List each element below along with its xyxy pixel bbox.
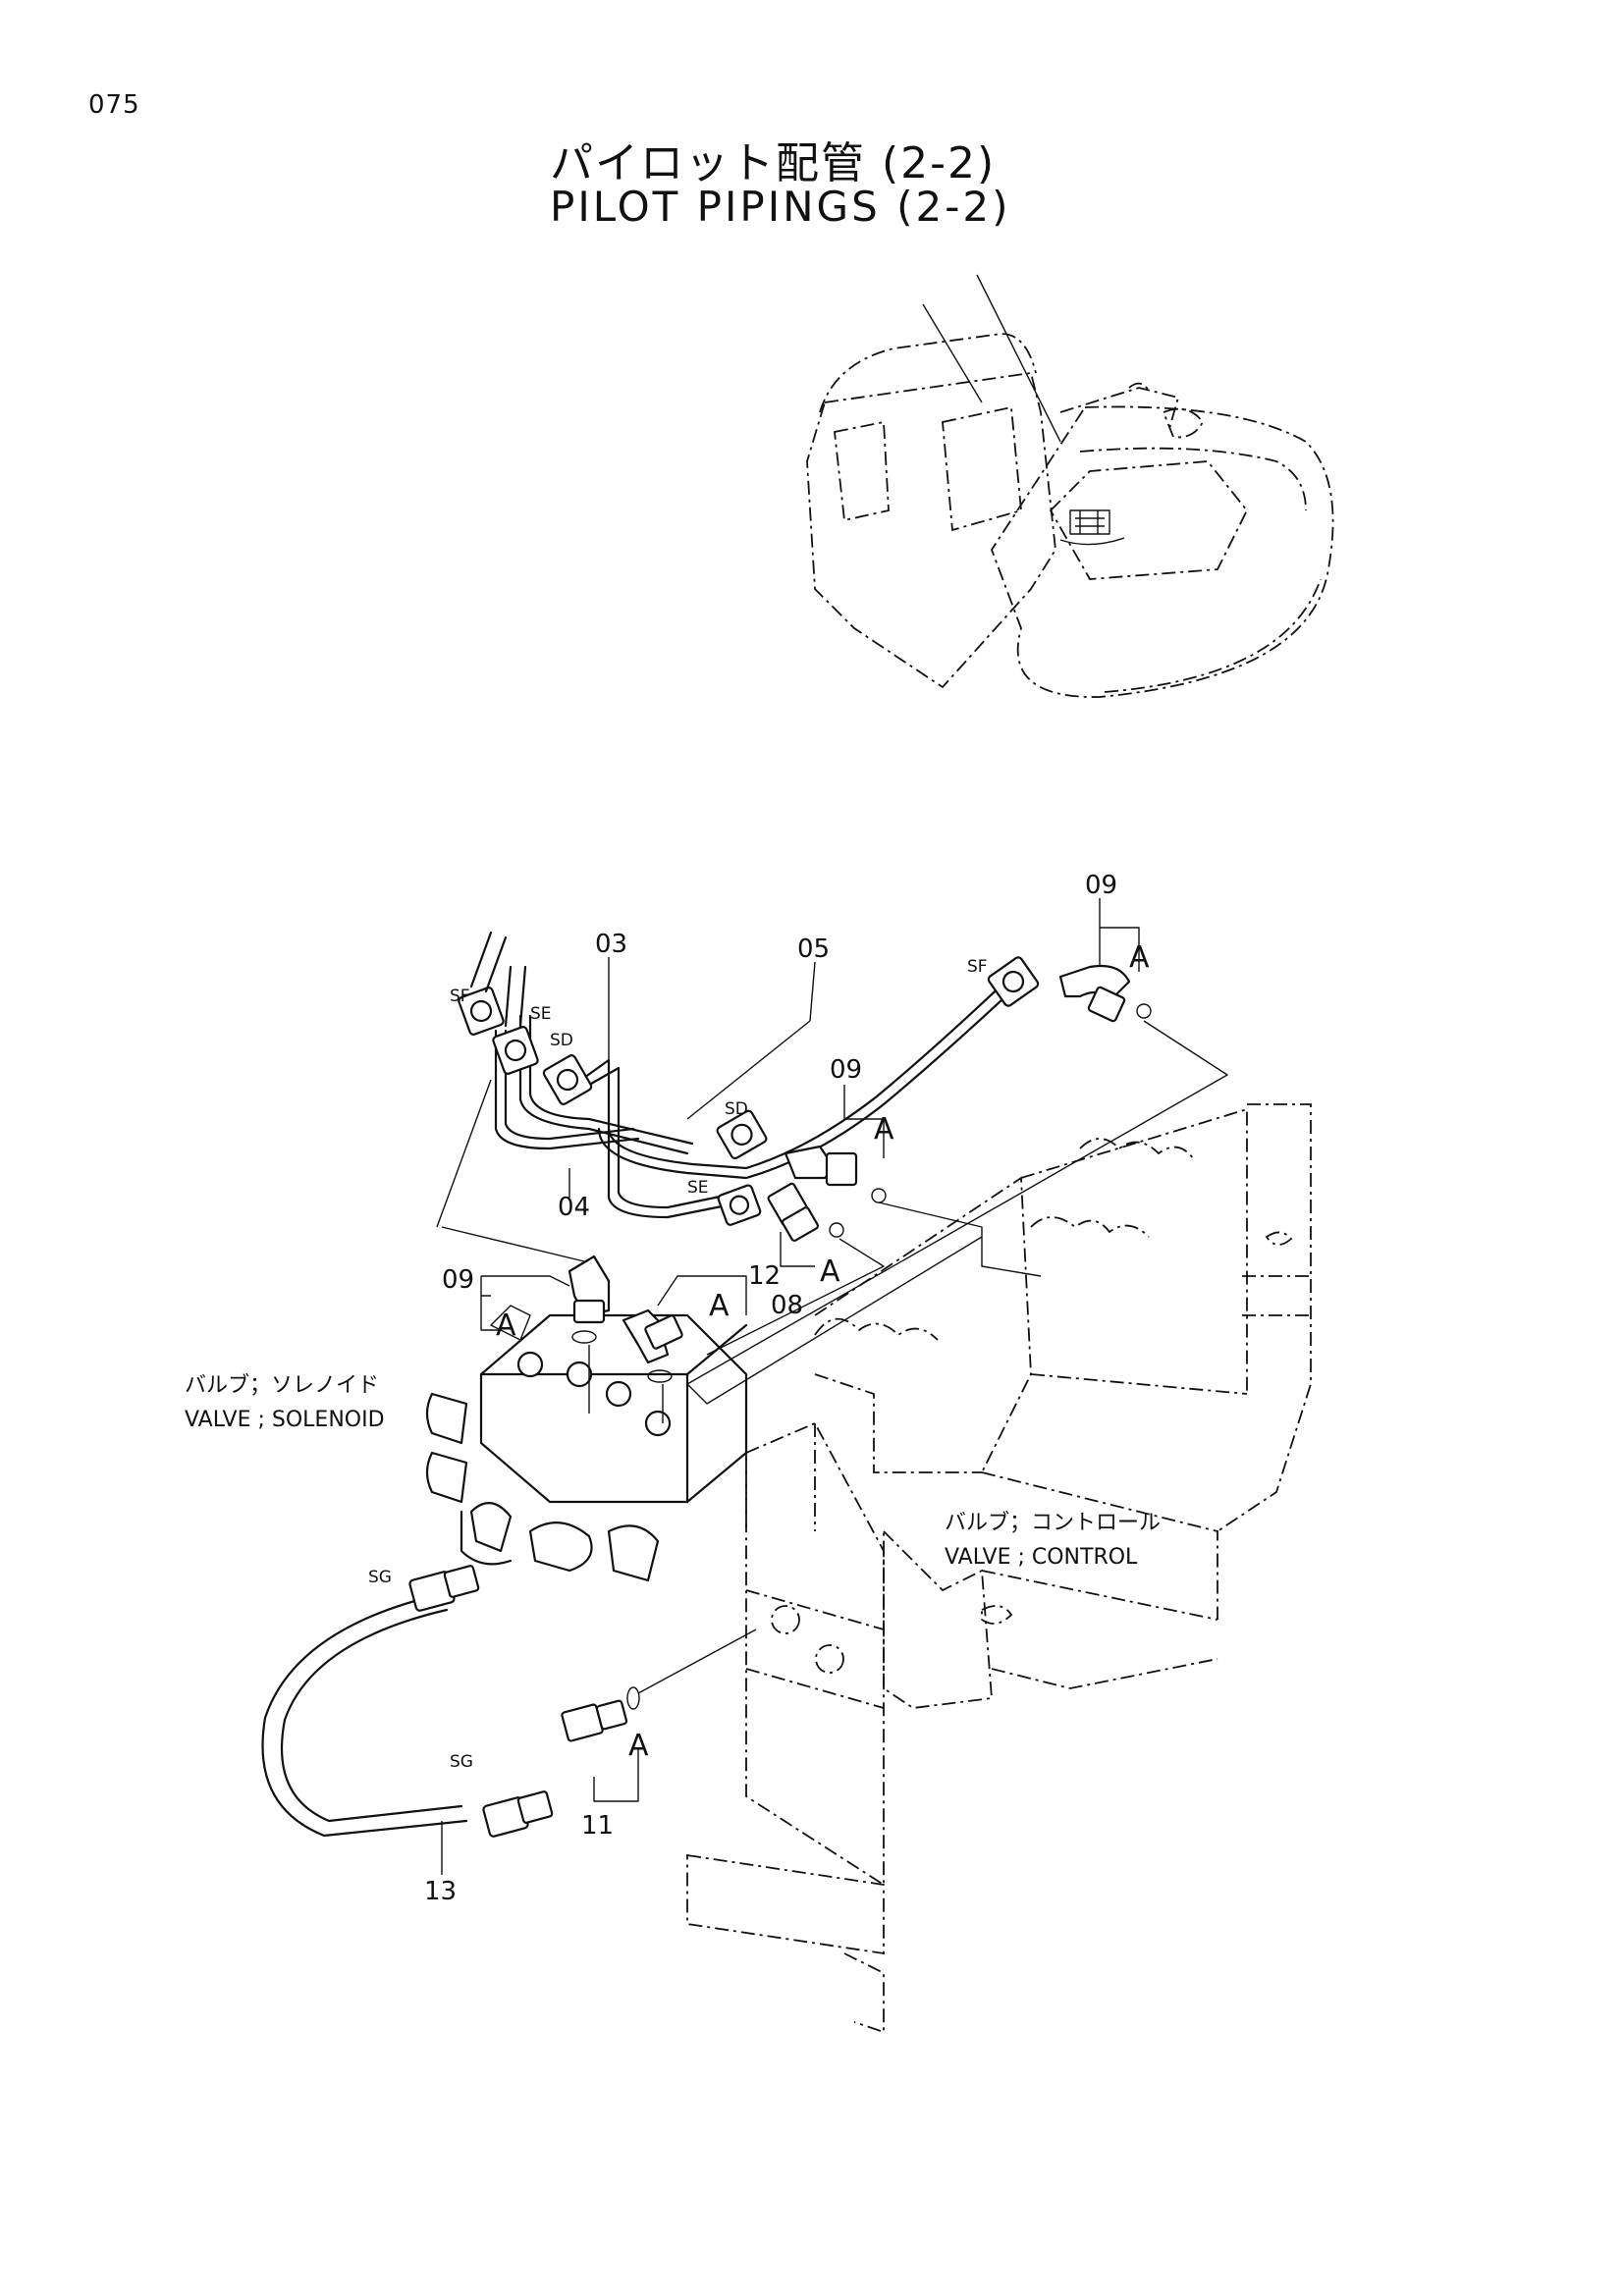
callout-09-middle: 09 <box>830 1055 862 1085</box>
callout-03: 03 <box>595 930 627 959</box>
page-number: 075 <box>88 90 140 120</box>
oring-label-a-middle: A <box>874 1112 894 1147</box>
callout-08: 08 <box>771 1291 803 1320</box>
callout-05: 05 <box>797 934 830 964</box>
port-label-se-left: SE <box>530 1004 552 1024</box>
control-valve-label-en: VALVE ; CONTROL <box>945 1545 1138 1570</box>
oring-label-a-top: A <box>1129 940 1150 975</box>
callout-13: 13 <box>424 1877 457 1906</box>
oring-label-a-elbow: A <box>709 1289 730 1323</box>
callout-11: 11 <box>581 1811 614 1841</box>
port-label-sd-middle: SD <box>725 1099 748 1119</box>
page-title-english: PILOT PIPINGS (2-2) <box>550 183 1011 231</box>
solenoid-valve-body <box>425 1305 748 1582</box>
oring-label-a-left: A <box>496 1308 516 1343</box>
callout-04: 04 <box>558 1193 590 1222</box>
component-labels: バルブ；ソレノイド VALVE ; SOLENOID バルブ；コントロール VA… <box>185 1373 1161 1570</box>
callout-numbers: 03 04 05 08 09 09 09 11 12 13 <box>424 871 1117 1906</box>
page-title-japanese: パイロット配管 (2-2) <box>550 138 997 188</box>
port-label-sg-lower: SG <box>450 1752 473 1772</box>
control-valve-label-jp: バルブ；コントロール <box>945 1511 1161 1535</box>
callout-12: 12 <box>748 1261 781 1291</box>
oring-label-a-lower: A <box>628 1729 649 1763</box>
callout-leaders <box>441 898 1140 1875</box>
callout-09-top: 09 <box>1085 871 1117 900</box>
callout-09-left: 09 <box>442 1265 474 1295</box>
port-label-sf-right: SF <box>967 957 988 977</box>
oring-labels: A A A A A A <box>496 940 1150 1763</box>
oring-label-a-adapter: A <box>820 1255 840 1289</box>
machine-overview-illustration <box>806 274 1334 698</box>
control-valve-body <box>814 1103 1312 1709</box>
port-label-sd-left: SD <box>550 1031 573 1050</box>
port-labels: SF SE SD SF SD SE SG SG <box>368 957 988 1772</box>
mounting-bracket <box>686 1421 885 2034</box>
port-label-sf-left: SF <box>450 987 470 1006</box>
solenoid-valve-label-jp: バルブ；ソレノイド <box>185 1373 379 1398</box>
pipe-assembly <box>261 931 1228 1838</box>
port-label-sg-upper: SG <box>368 1568 392 1587</box>
port-label-se-middle: SE <box>687 1178 709 1198</box>
solenoid-valve-label-en: VALVE ; SOLENOID <box>185 1408 385 1432</box>
